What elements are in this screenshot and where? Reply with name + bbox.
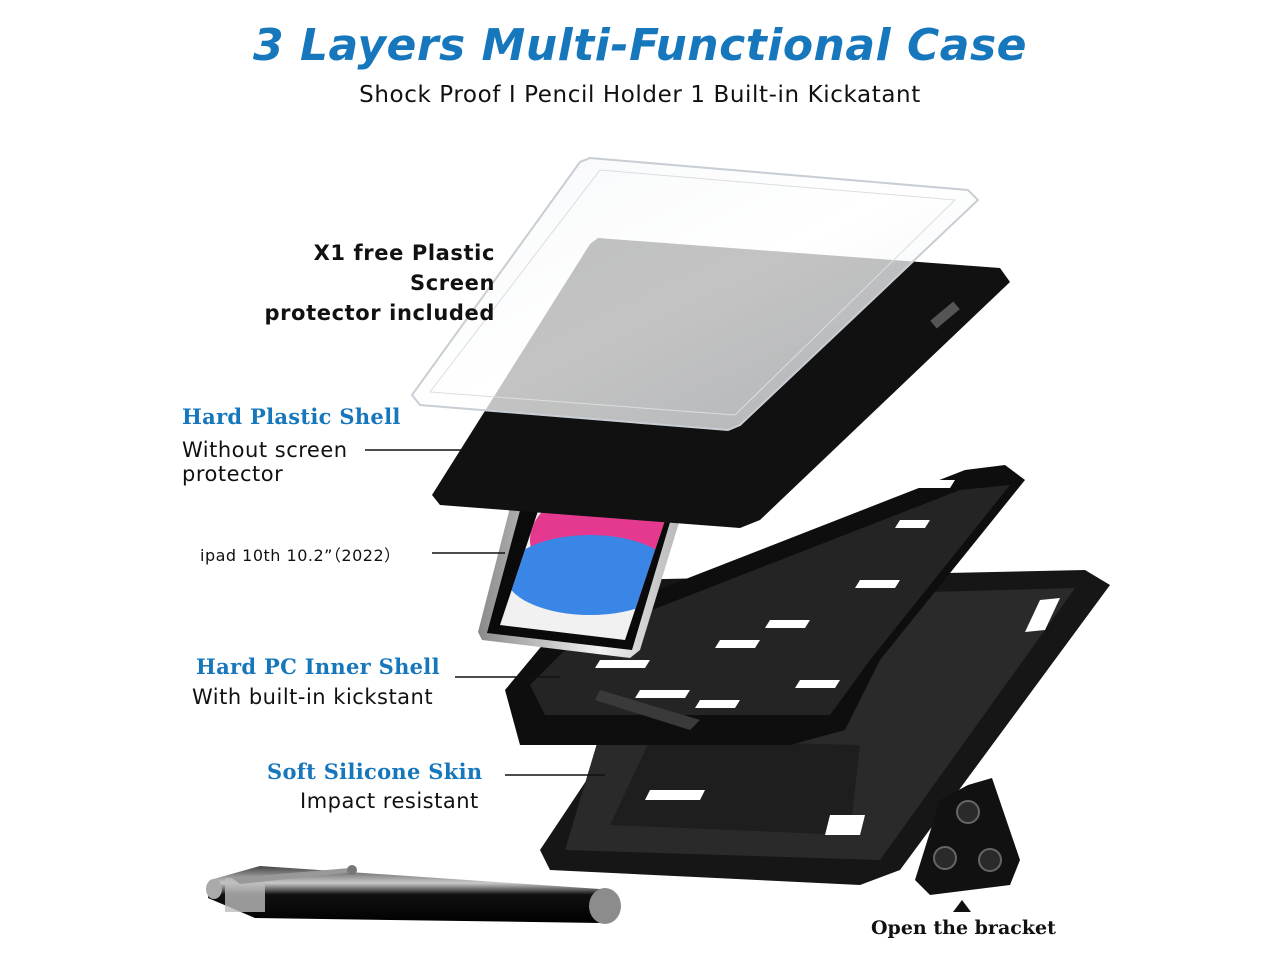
silicone-skin-title: Soft Silicone Skin: [267, 759, 483, 784]
inner-shell-layer: [505, 465, 1025, 745]
inner-shell-title: Hard PC Inner Shell: [196, 654, 440, 679]
inner-shell-desc: With built-in kickstant: [192, 685, 434, 709]
hard-plastic-shell-desc-line1: Without screen: [182, 438, 348, 462]
arrow-up-icon: [953, 900, 971, 912]
screen-protector-label: X1 free Plastic Screen protector include…: [240, 238, 495, 328]
screen-protector-layer: [410, 156, 980, 432]
ipad-wallpaper-blue: [505, 535, 675, 615]
page-title: 3 Layers Multi-Functional Case: [253, 20, 1027, 71]
screen-protector-label-line1: X1 free Plastic Screen: [313, 241, 495, 295]
hard-plastic-shell-desc: Without screen protector: [182, 438, 348, 486]
ipad-model-label: ipad 10th 10.2”（2022）: [200, 546, 401, 565]
hard-plastic-shell-title: Hard Plastic Shell: [182, 404, 401, 429]
page-subtitle: Shock Proof I Pencil Holder 1 Built-in K…: [359, 82, 921, 108]
silicone-skin-desc: Impact resistant: [300, 789, 479, 813]
screen-protector-label-line2: protector included: [264, 301, 495, 325]
stylus-pen: [206, 865, 621, 924]
bracket-caption: Open the bracket: [871, 917, 1056, 939]
hard-plastic-shell-desc-line2: protector: [182, 462, 284, 486]
bracket-illustration: [915, 778, 1020, 912]
